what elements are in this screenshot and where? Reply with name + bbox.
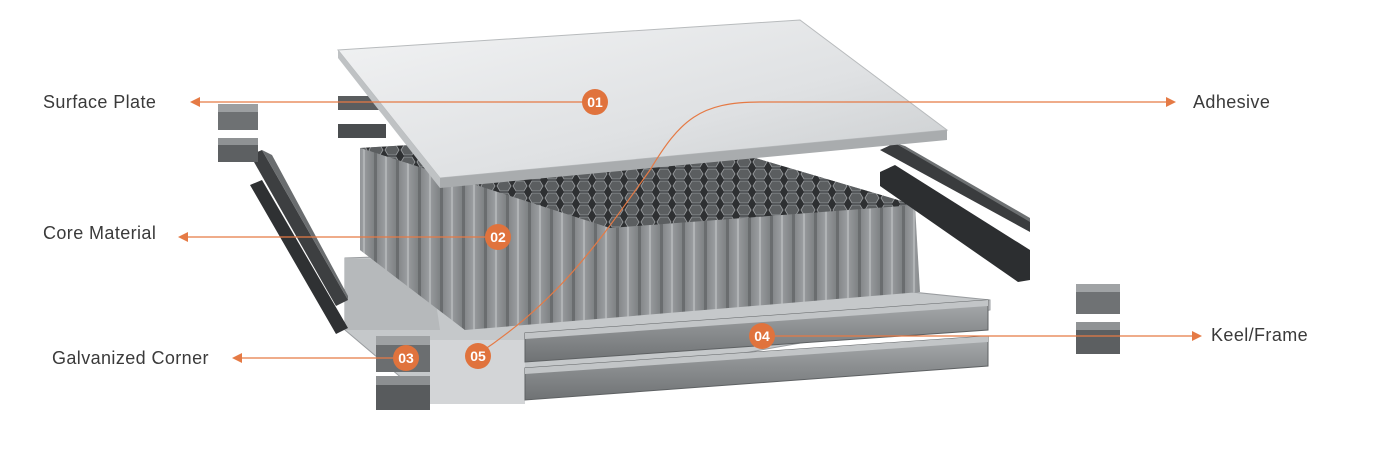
- corner-right: [1076, 284, 1120, 354]
- label-keel-frame: Keel/Frame: [1211, 325, 1308, 345]
- badge-05-number: 05: [470, 348, 486, 364]
- leader-lines: [178, 97, 1202, 363]
- badge-03: 03: [393, 345, 419, 371]
- label-surface-plate: Surface Plate: [43, 92, 156, 112]
- badge-02-number: 02: [490, 229, 506, 245]
- right-side-rail: [880, 143, 1030, 282]
- corner-bottom-left: [376, 336, 430, 410]
- label-adhesive: Adhesive: [1193, 92, 1270, 112]
- badge-03-number: 03: [398, 350, 414, 366]
- galvanized-corners: [218, 104, 1120, 410]
- badge-01-number: 01: [587, 94, 603, 110]
- left-side-rail: [250, 150, 348, 334]
- surface-plate: [337, 19, 949, 188]
- label-galvanized-corner: Galvanized Corner: [52, 348, 209, 368]
- label-core-material: Core Material: [43, 223, 156, 243]
- corner-top-left: [218, 104, 258, 162]
- badge-04-number: 04: [754, 328, 770, 344]
- badge-02: 02: [485, 224, 511, 250]
- badge-04: 04: [749, 323, 775, 349]
- badge-05: 05: [465, 343, 491, 369]
- badge-01: 01: [582, 89, 608, 115]
